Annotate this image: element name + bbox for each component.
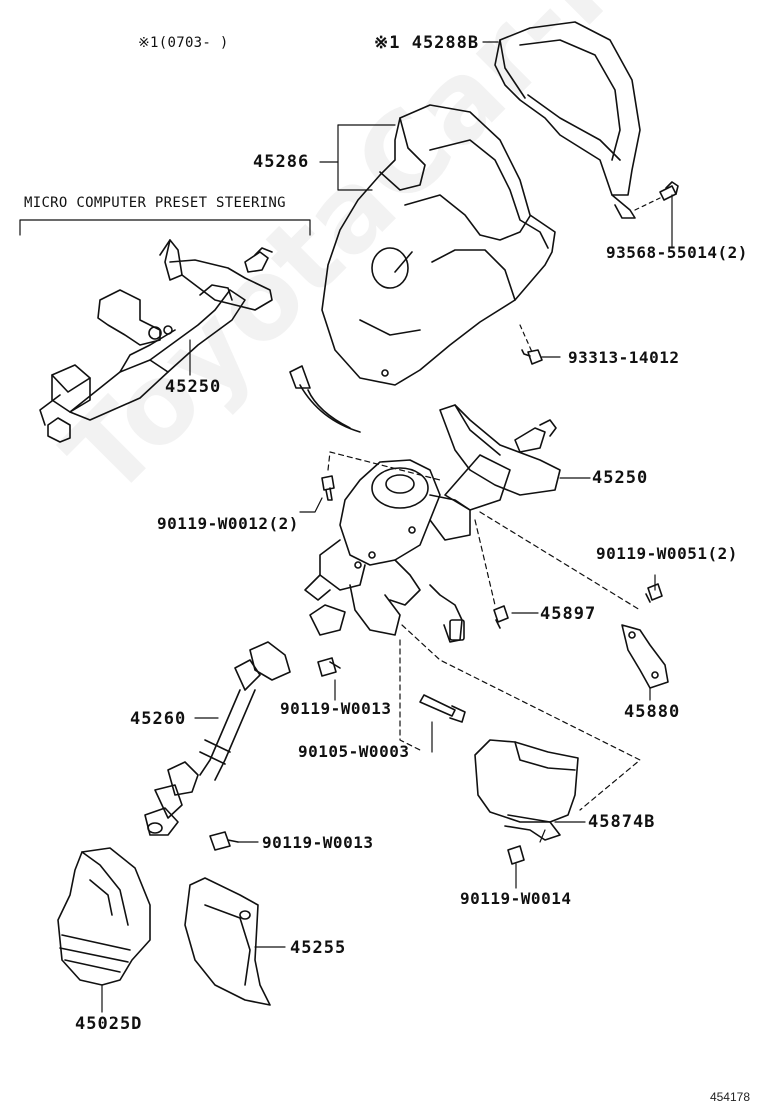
column-hole-cover-drawing (184, 877, 271, 1006)
variant-note: ※1(0703- ) (138, 35, 229, 51)
intermediate-shaft-drawing (144, 641, 291, 836)
steering-column-left-drawing (39, 239, 273, 443)
screw-90119-W0014-drawing (507, 845, 525, 865)
part-label-45897[interactable]: 45897 (540, 604, 597, 624)
part-label-45874B[interactable]: 45874B (588, 812, 656, 832)
part-label-45288B[interactable]: ※1 45288B (374, 33, 480, 53)
part-label-90119-W0012[interactable]: 90119-W0012(2) (157, 514, 299, 533)
upper-column-cover-drawing (494, 21, 641, 219)
part-label-90119-W0013-lower[interactable]: 90119-W0013 (262, 833, 374, 852)
screw-93313-drawing (521, 349, 543, 365)
steering-column-main-drawing (304, 404, 561, 643)
steering-boot-drawing (57, 847, 151, 986)
part-label-45880[interactable]: 45880 (624, 702, 681, 722)
lower-column-cover-drawing (321, 104, 556, 386)
part-label-45286[interactable]: 45286 (253, 152, 310, 172)
curved-arrow-drawing (289, 365, 361, 433)
screw-45897-drawing (493, 605, 509, 629)
part-label-90119-W0014[interactable]: 90119-W0014 (460, 889, 572, 908)
part-label-45250-right[interactable]: 45250 (592, 468, 649, 488)
part-label-45025D[interactable]: 45025D (75, 1014, 143, 1034)
bolt-90105-W0003-drawing (419, 694, 466, 723)
bolt-90119-W0012-drawing (321, 475, 335, 501)
column-panel-45874B-drawing (474, 739, 579, 841)
bracket-45880-drawing (621, 624, 669, 689)
part-label-90105-W0003[interactable]: 90105-W0003 (298, 742, 410, 761)
part-label-90119-W0051[interactable]: 90119-W0051(2) (596, 544, 738, 563)
section-bracket (19, 219, 311, 236)
part-label-90119-W0013-upper[interactable]: 90119-W0013 (280, 699, 392, 718)
upper-leader-lines (319, 41, 673, 358)
part-label-93313-14012[interactable]: 93313-14012 (568, 348, 680, 367)
part-label-45250-left[interactable]: 45250 (165, 377, 222, 397)
screw-93568-drawing (659, 181, 679, 201)
main-leader-lines (101, 451, 656, 1013)
bolt-90119-W0013-lower-drawing (209, 831, 239, 851)
part-label-45260[interactable]: 45260 (130, 709, 187, 729)
part-label-93568-55014[interactable]: 93568-55014(2) (606, 243, 748, 262)
part-label-45255[interactable]: 45255 (290, 938, 347, 958)
diagram-id: 454178 (709, 1090, 750, 1104)
bolt-90119-W0051-drawing (645, 583, 663, 603)
bolt-90119-W0013-upper-drawing (317, 657, 341, 677)
section-label: MICRO COMPUTER PRESET STEERING (24, 195, 286, 211)
